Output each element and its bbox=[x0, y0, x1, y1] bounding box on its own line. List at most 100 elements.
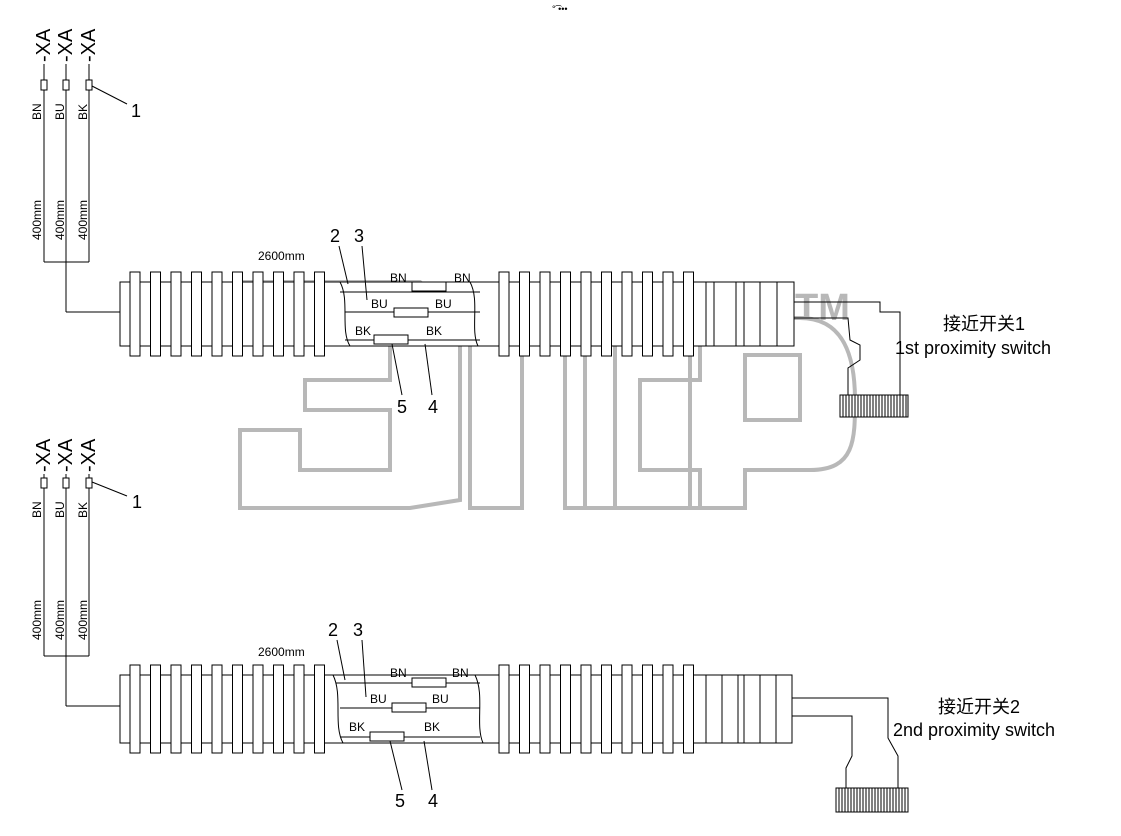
conduit-rib bbox=[642, 664, 653, 754]
knurl-pattern-2 bbox=[838, 788, 906, 812]
knurl-pattern bbox=[842, 395, 907, 417]
connector-label-bu: -XA bbox=[55, 28, 77, 62]
conduit-rib bbox=[498, 271, 510, 357]
conduit-rib bbox=[683, 271, 694, 357]
wire-label-bu: BU bbox=[53, 103, 67, 120]
inner-left-bn: BN bbox=[390, 271, 407, 285]
wire-label-bn: BN bbox=[30, 103, 44, 120]
lead-length-5: 400mm bbox=[53, 600, 67, 640]
watermark-tm: TM bbox=[795, 287, 850, 329]
splice-bn bbox=[411, 281, 447, 292]
callout-2: 2 bbox=[330, 226, 340, 246]
conduit-rib bbox=[293, 664, 305, 754]
inner-right-bn-2: BN bbox=[452, 666, 469, 680]
conduit-rib bbox=[211, 271, 223, 357]
inner-right-bk-2: BK bbox=[424, 720, 440, 734]
lead-length-2: 400mm bbox=[53, 200, 67, 240]
inner-left-bk-2: BK bbox=[349, 720, 365, 734]
callout-1-2: 1 bbox=[132, 492, 142, 512]
callout-5-2: 5 bbox=[395, 791, 405, 811]
conduit-rib bbox=[170, 664, 182, 754]
conduit-rib bbox=[191, 271, 202, 357]
conduit-rib bbox=[273, 271, 284, 357]
end-fitting-2 bbox=[705, 674, 793, 744]
conduit-rib bbox=[662, 664, 674, 754]
inner-right-bk: BK bbox=[426, 324, 442, 338]
conduit-rib bbox=[211, 664, 223, 754]
switch-en-label-2: 2nd proximity switch bbox=[893, 720, 1055, 740]
wire-label-bu-2: BU bbox=[53, 501, 67, 518]
switch-cn-label-2: 接近开关2 bbox=[938, 697, 1020, 717]
assembly-2: -XA -XA -XA BN BU BK 400mm 400mm 400mm 1… bbox=[30, 438, 1055, 813]
conduit-ribs-2 bbox=[129, 664, 694, 754]
callout-2-2: 2 bbox=[328, 620, 338, 640]
terminal-pins bbox=[40, 64, 93, 91]
connector-label-bk: -XA bbox=[78, 28, 100, 62]
conduit-rib bbox=[191, 664, 202, 754]
conduit-rib bbox=[683, 664, 694, 754]
conduit-rib bbox=[314, 664, 325, 754]
conduit-rib bbox=[519, 271, 530, 357]
conduit-rib bbox=[580, 271, 592, 357]
splice-bk bbox=[373, 334, 409, 345]
callout-5: 5 bbox=[397, 397, 407, 417]
connector-label-bu-2: -XA bbox=[55, 438, 77, 472]
conduit-rib bbox=[621, 271, 633, 357]
conduit-rib bbox=[539, 664, 551, 754]
header-mark: °͡ ••• bbox=[552, 4, 568, 14]
conduit-rib bbox=[314, 271, 325, 357]
proximity-switch-head bbox=[839, 394, 909, 418]
switch-cn-label: 接近开关1 bbox=[943, 314, 1025, 334]
conduit-rib bbox=[601, 664, 612, 754]
conduit-rib bbox=[662, 271, 674, 357]
callout-4: 4 bbox=[428, 397, 438, 417]
switch-en-label: 1st proximity switch bbox=[895, 338, 1051, 358]
inner-right-bu-2: BU bbox=[432, 692, 449, 706]
conduit-rib bbox=[273, 664, 284, 754]
callout-4-2: 4 bbox=[428, 791, 438, 811]
conduit-rib bbox=[150, 664, 161, 754]
conduit-rib bbox=[601, 271, 612, 357]
end-fitting bbox=[705, 281, 795, 347]
connector-label-bk-2: -XA bbox=[78, 438, 100, 472]
cable-length: 2600mm bbox=[258, 249, 305, 263]
inner-left-bu-2: BU bbox=[370, 692, 387, 706]
lead-length-1: 400mm bbox=[30, 200, 44, 240]
conduit-rib bbox=[519, 664, 530, 754]
inner-left-bu: BU bbox=[371, 297, 388, 311]
connector-label-bn: -XA bbox=[33, 28, 55, 62]
conduit-rib bbox=[252, 271, 264, 357]
lead-length-3: 400mm bbox=[76, 200, 90, 240]
conduit-rib bbox=[621, 664, 633, 754]
inner-left-bk: BK bbox=[355, 324, 371, 338]
conduit-rib bbox=[129, 271, 141, 357]
conduit-rib bbox=[150, 271, 161, 357]
conduit-rib bbox=[560, 664, 571, 754]
assembly-1: -XA -XA -XA BN BU BK 400mm 400mm 400mm 1 bbox=[30, 28, 1051, 418]
conduit-rib bbox=[129, 664, 141, 754]
terminal-pins-2 bbox=[40, 474, 93, 489]
lead-length-4: 400mm bbox=[30, 600, 44, 640]
inner-right-bu: BU bbox=[435, 297, 452, 311]
splice-bn-2 bbox=[411, 677, 447, 688]
conduit-rib bbox=[580, 664, 592, 754]
inner-right-bn: BN bbox=[454, 271, 471, 285]
conduit-rib bbox=[642, 271, 653, 357]
conduit-rib bbox=[170, 271, 182, 357]
wire-label-bk-2: BK bbox=[76, 502, 90, 518]
connector-label-bn-2: -XA bbox=[33, 438, 55, 472]
splice-bk-2 bbox=[369, 731, 405, 742]
conduit-rib bbox=[232, 664, 243, 754]
splice-bu-2 bbox=[391, 702, 427, 713]
conduit-ribs bbox=[129, 271, 694, 357]
conduit-rib bbox=[539, 271, 551, 357]
splice-bu bbox=[393, 307, 429, 318]
conduit-rib bbox=[252, 664, 264, 754]
inner-left-bn-2: BN bbox=[390, 666, 407, 680]
callout-3-2: 3 bbox=[353, 620, 363, 640]
callout-3: 3 bbox=[354, 226, 364, 246]
conduit-rib bbox=[560, 271, 571, 357]
conduit-rib bbox=[232, 271, 243, 357]
